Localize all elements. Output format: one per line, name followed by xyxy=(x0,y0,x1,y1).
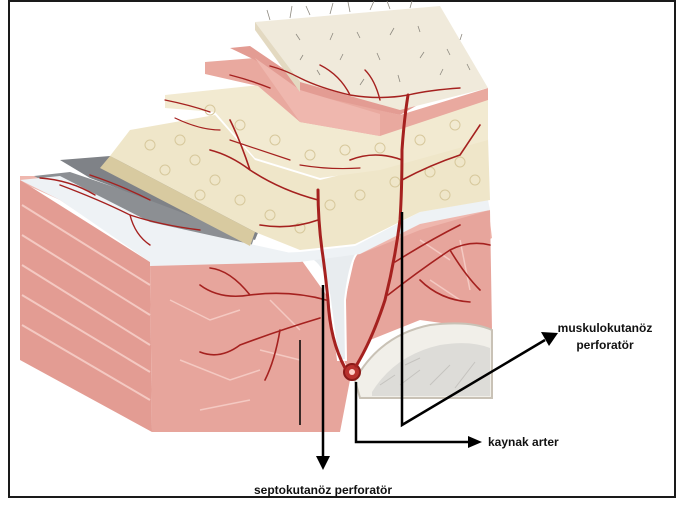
septokutanoz-label: septokutanöz perforatör xyxy=(254,483,392,497)
septokutanoz-arrow-head xyxy=(316,456,330,470)
kaynak-arter-arrow-head xyxy=(468,436,482,448)
muskulokutanoz-label-line2: perforatör xyxy=(576,338,634,352)
muskulokutanoz-arrow-head xyxy=(541,332,558,346)
muskulokutanoz-label-line1: muskulokutanöz xyxy=(558,321,653,335)
kaynak-arter-label: kaynak arter xyxy=(488,435,559,449)
